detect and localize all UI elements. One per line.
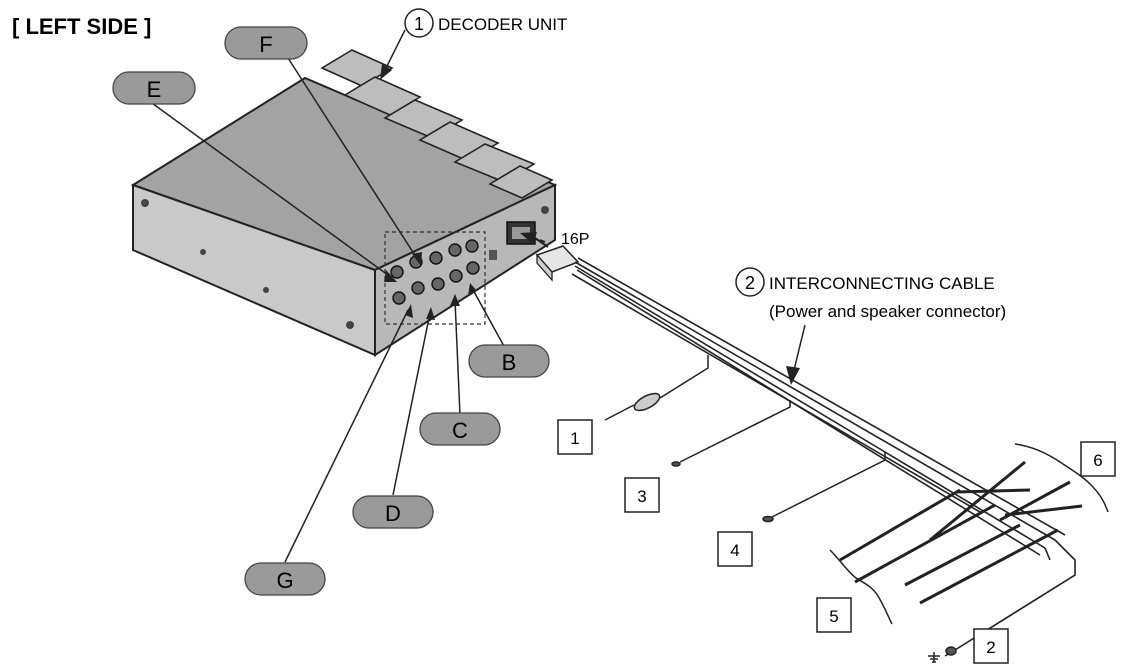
pill-g: G bbox=[244, 562, 326, 596]
cable-harness bbox=[571, 257, 1076, 651]
pill-d: D bbox=[352, 495, 434, 529]
fuse-holder bbox=[633, 392, 661, 412]
page-title: [ LEFT SIDE ] bbox=[12, 14, 152, 39]
box-3: 3 bbox=[624, 477, 660, 513]
part-2-callout: 2 INTERCONNECTING CABLE (Power and speak… bbox=[735, 267, 1006, 385]
ground-terminal bbox=[928, 646, 957, 663]
part-1-arrowhead bbox=[380, 64, 392, 80]
part-2-leader bbox=[793, 324, 806, 371]
part-1-callout: 1 DECODER UNIT bbox=[380, 8, 567, 80]
part-2-number: 2 bbox=[745, 273, 755, 293]
part-2-name: INTERCONNECTING CABLE bbox=[769, 274, 995, 293]
pill-d-label: D bbox=[385, 501, 401, 526]
part-1-number: 1 bbox=[414, 14, 424, 34]
box-5-label: 5 bbox=[829, 607, 838, 626]
box-3-label: 3 bbox=[637, 487, 646, 506]
part-1-leader bbox=[384, 29, 406, 71]
pill-e-label: E bbox=[147, 77, 162, 102]
part-2-arrowhead bbox=[786, 366, 800, 385]
pill-b: B bbox=[468, 344, 550, 378]
lead-3 bbox=[671, 400, 791, 467]
leader-arrowheads bbox=[384, 252, 477, 320]
box-6-label: 6 bbox=[1093, 451, 1102, 470]
heatsink-fins bbox=[320, 49, 554, 199]
box-4-label: 4 bbox=[730, 541, 739, 560]
box-1: 1 bbox=[557, 419, 593, 455]
part-1-name: DECODER UNIT bbox=[438, 15, 567, 34]
leaders bbox=[144, 57, 506, 563]
pill-b-label: B bbox=[502, 350, 517, 375]
pill-c: C bbox=[419, 412, 501, 446]
lead-1 bbox=[604, 355, 709, 421]
plug-16p: 16P bbox=[520, 231, 589, 282]
brace-5 bbox=[829, 549, 893, 625]
brace-6 bbox=[1014, 443, 1109, 513]
box-1-label: 1 bbox=[570, 429, 579, 448]
unit-small-port bbox=[489, 250, 497, 260]
lead-4 bbox=[762, 452, 886, 523]
rca-jacks bbox=[390, 239, 480, 305]
pill-f: F bbox=[224, 26, 308, 60]
part-2-number-circle bbox=[735, 267, 765, 297]
box-4: 4 bbox=[717, 531, 753, 567]
box-6: 6 bbox=[1080, 441, 1116, 477]
pill-e: E bbox=[112, 71, 196, 105]
part-2-subtitle: (Power and speaker connector) bbox=[769, 302, 1006, 321]
box-2-label: 2 bbox=[986, 638, 995, 657]
pill-f-label: F bbox=[259, 32, 272, 57]
speaker-wires bbox=[839, 460, 1083, 605]
box-2: 2 bbox=[973, 628, 1009, 664]
pill-g-label: G bbox=[276, 568, 293, 593]
decoder-unit bbox=[130, 49, 558, 357]
screws bbox=[141, 199, 549, 329]
pill-c-label: C bbox=[452, 418, 468, 443]
box-5: 5 bbox=[816, 597, 852, 633]
connector-label: 16P bbox=[561, 231, 589, 248]
part-1-number-circle bbox=[404, 8, 434, 38]
plug-arrowhead bbox=[520, 232, 537, 244]
